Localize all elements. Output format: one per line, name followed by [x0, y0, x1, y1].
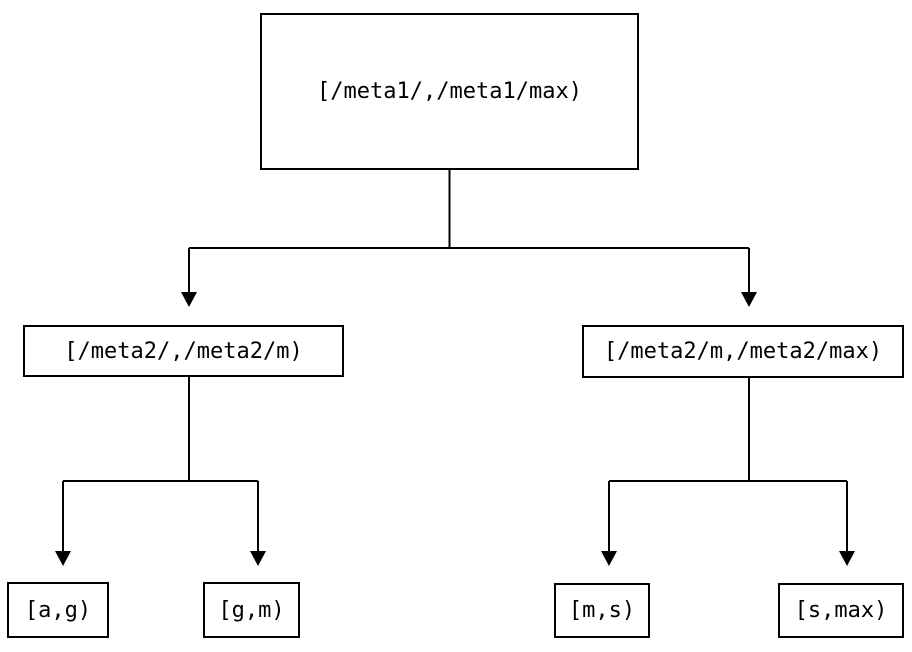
- tree-node-leaf-gm-label: [g,m): [218, 597, 285, 623]
- tree-node-leaf-ag-label: [a,g): [24, 597, 92, 623]
- arrowhead-icon: [181, 292, 197, 307]
- tree-node-leaf-ms: [m,s): [554, 583, 650, 638]
- tree-node-leaf-smax: [s,max): [778, 583, 904, 638]
- tree-node-leaf-gm: [g,m): [203, 582, 300, 638]
- tree-node-right-child-label: [/meta2/m,/meta2/max): [603, 339, 883, 364]
- arrowhead-icon: [55, 551, 71, 566]
- tree-node-leaf-ag: [a,g): [7, 582, 109, 638]
- tree-node-leaf-smax-label: [s,max): [794, 598, 888, 623]
- arrowhead-icon: [250, 551, 266, 566]
- tree-node-left-child-label: [/meta2/,/meta2/m): [64, 338, 303, 364]
- tree-node-left-child: [/meta2/,/meta2/m): [23, 325, 344, 377]
- edge-left-child-to-leaves: [55, 377, 266, 566]
- tree-node-leaf-ms-label: [m,s): [568, 598, 636, 623]
- edge-right-child-to-leaves: [601, 378, 855, 566]
- edge-root-to-children: [181, 170, 757, 307]
- arrowhead-icon: [741, 292, 757, 307]
- tree-node-right-child: [/meta2/m,/meta2/max): [582, 325, 904, 378]
- arrowhead-icon: [839, 551, 855, 566]
- tree-node-root-label: [/meta1/,/meta1/max): [317, 79, 582, 104]
- tree-node-root: [/meta1/,/meta1/max): [260, 13, 639, 170]
- arrowhead-icon: [601, 551, 617, 566]
